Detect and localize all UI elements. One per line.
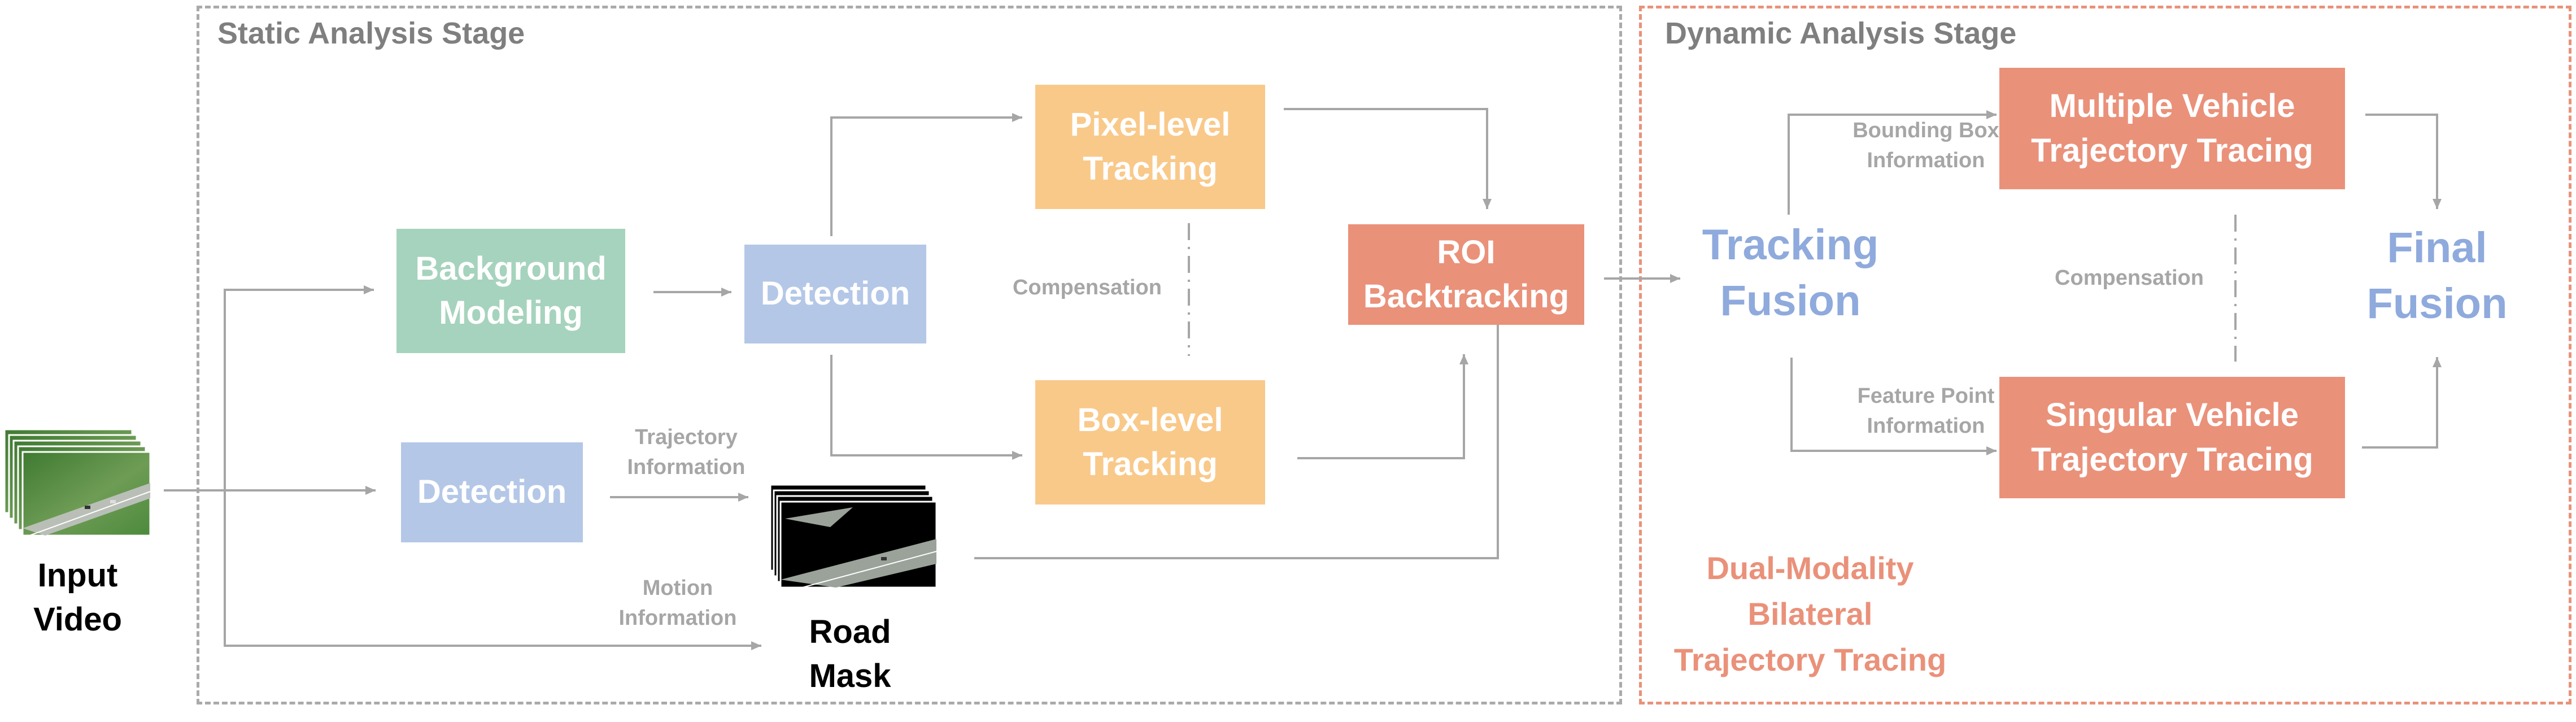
arrow-input-to-road-mask	[224, 490, 761, 650]
tracking-fusion-label: Tracking Fusion	[1702, 221, 1879, 325]
static-analysis-stage-frame	[197, 6, 1622, 704]
pixel-level-tracking-node: Pixel-level Tracking	[1035, 85, 1265, 209]
roi-backtracking-node: ROI Backtracking	[1348, 224, 1584, 325]
detection-node-top: Detection	[744, 245, 926, 343]
bounding-box-information-label: Bounding Box Information	[1853, 119, 1999, 173]
road-mask-label: Road Mask	[809, 614, 891, 695]
dual-modality-method-label: Dual-Modality Bilateral Trajectory Traci…	[1673, 550, 1947, 678]
multiple-vehicle-trajectory-tracing-node: Multiple Vehicle Trajectory Tracing	[1999, 68, 2345, 189]
dynamic-stage-title: Dynamic Analysis Stage	[1665, 16, 2017, 50]
box-level-tracking-node: Box-level Tracking	[1035, 380, 1265, 504]
trajectory-information-label: Trajectory Information	[627, 425, 746, 480]
input-video-frames-icon	[3, 429, 151, 537]
arrow-fusion-to-multiple	[1788, 110, 1997, 215]
final-fusion-label: Final Fusion	[2366, 224, 2508, 328]
arrow-multiple-to-final	[2365, 114, 2442, 209]
arrow-box-to-roi	[1297, 354, 1468, 459]
singular-vehicle-trajectory-tracing-node: Singular Vehicle Trajectory Tracing	[1999, 377, 2345, 498]
compensation-label-dynamic: Compensation	[2055, 266, 2204, 290]
road-mask-frames-icon	[769, 485, 938, 589]
arrow-roadmask-to-roi	[974, 307, 1502, 559]
static-stage-title: Static Analysis Stage	[217, 16, 525, 50]
arrow-detection-to-pixel	[830, 113, 1022, 236]
motion-information-label: Motion Information	[618, 576, 737, 630]
arrow-singular-to-final	[2362, 357, 2442, 449]
arrow-detection-to-box	[830, 355, 1022, 460]
compensation-label-static: Compensation	[1013, 276, 1162, 299]
feature-point-information-label: Feature Point Information	[1857, 384, 1995, 438]
dynamic-analysis-stage-frame	[1639, 6, 2571, 704]
arrow-pixel-to-roi	[1284, 108, 1492, 209]
input-video-label: Input Video	[33, 557, 122, 638]
arrow-input-to-background	[224, 285, 374, 490]
arrow-fusion-to-singular	[1790, 358, 1997, 455]
background-modeling-node: Background Modeling	[396, 229, 625, 353]
detection-node-bottom: Detection	[401, 442, 583, 542]
